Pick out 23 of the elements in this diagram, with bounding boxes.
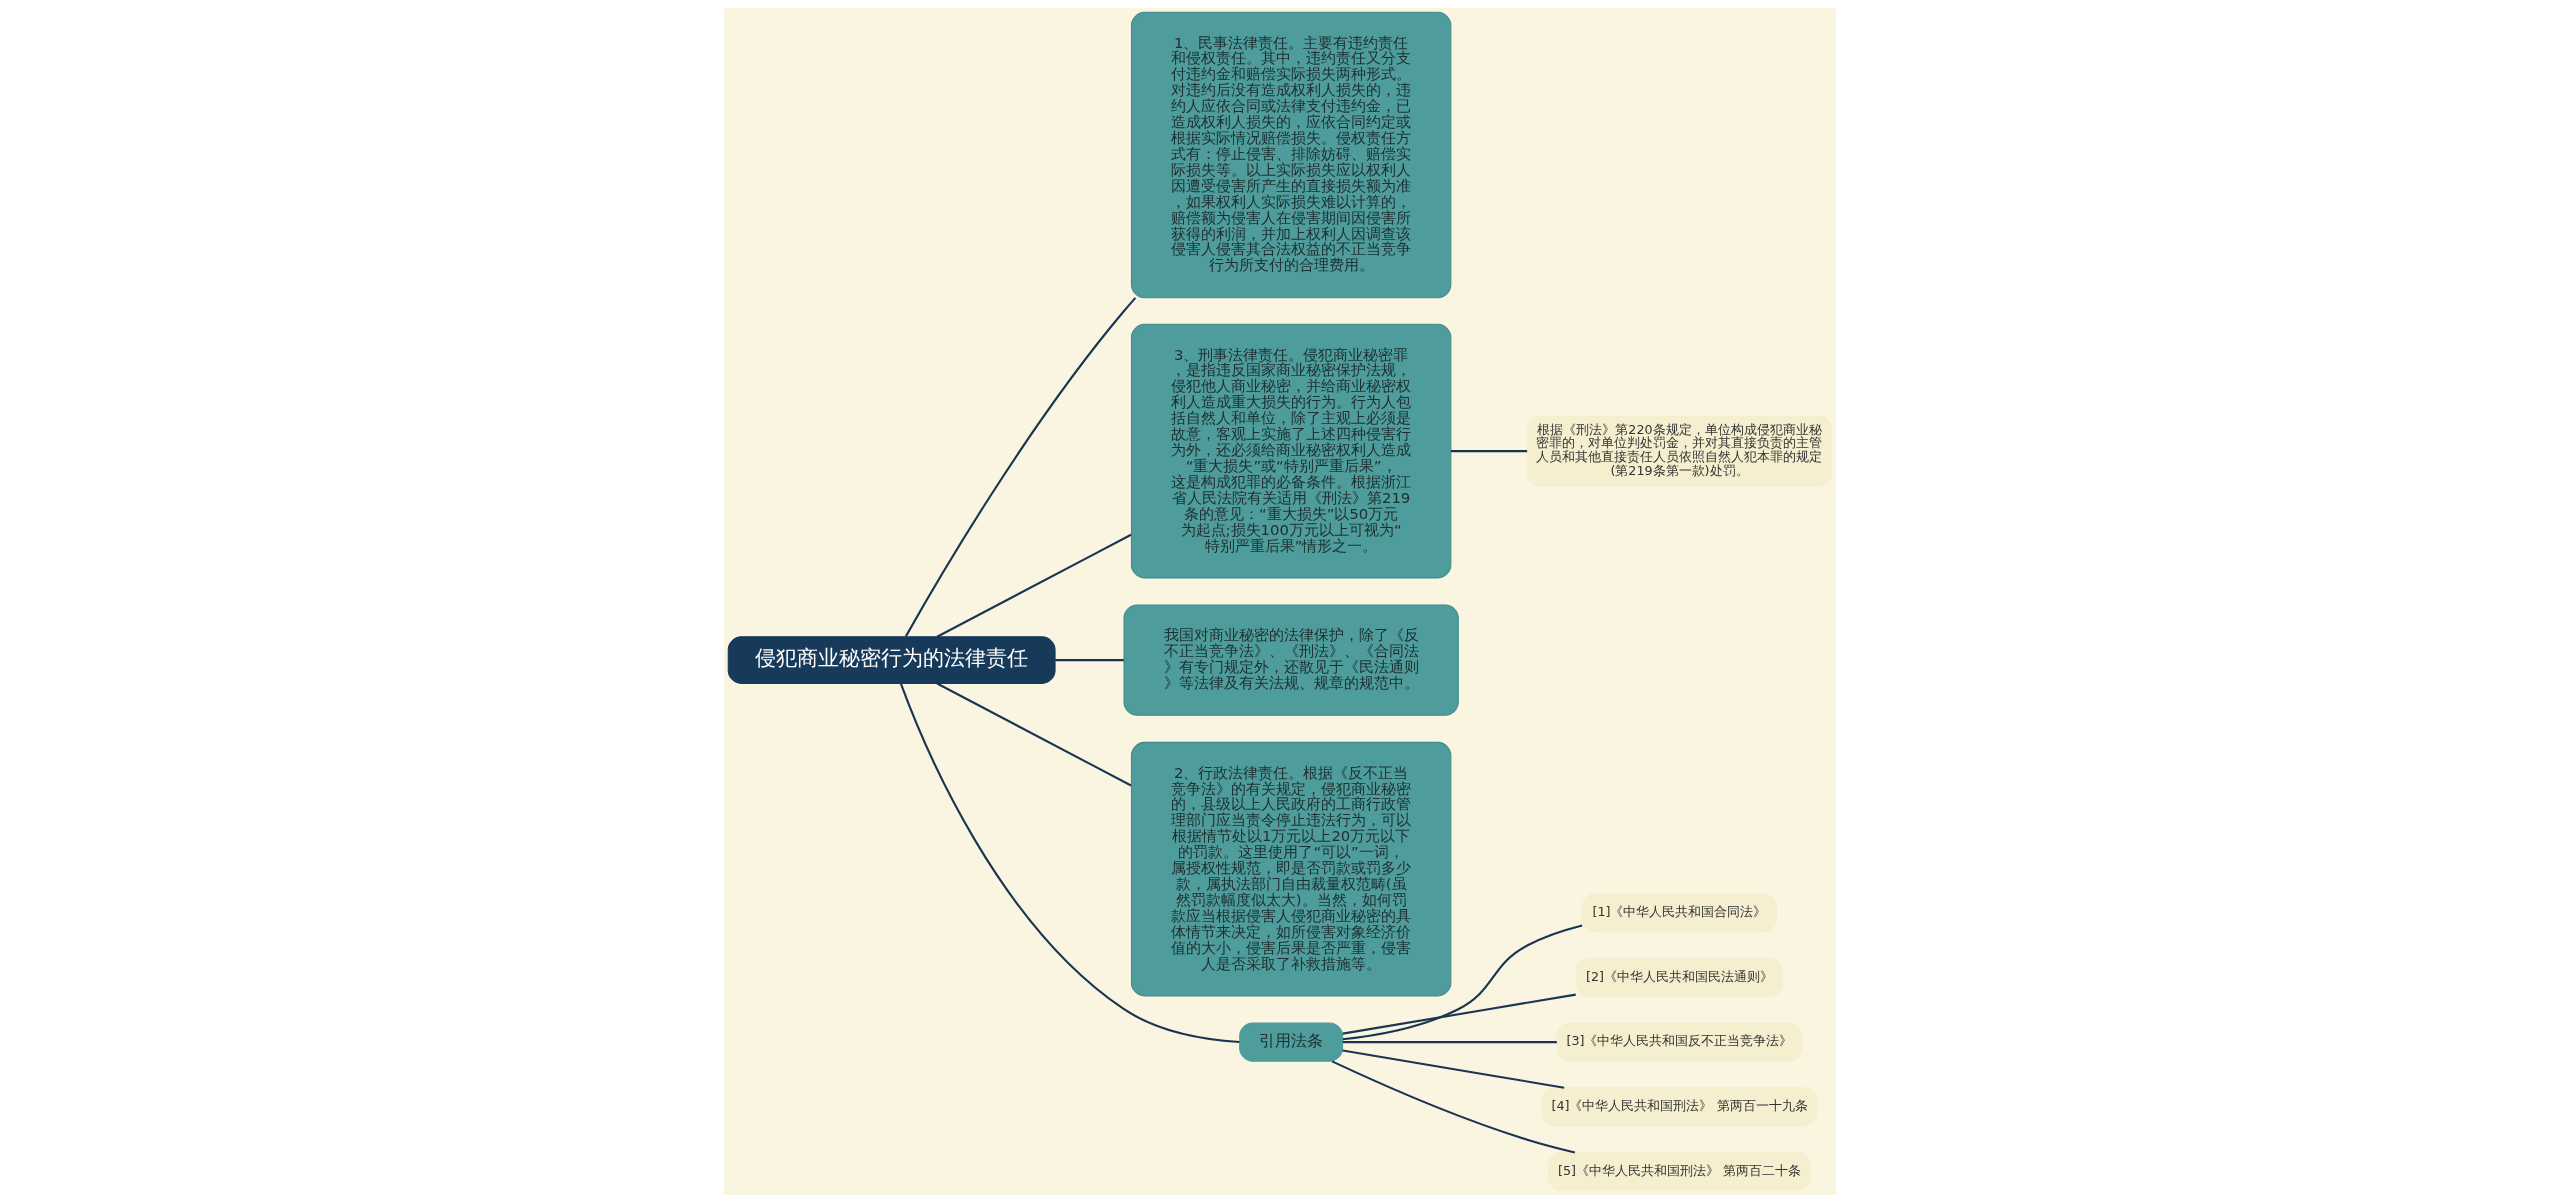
connector bbox=[936, 533, 1132, 638]
connector bbox=[936, 682, 1132, 787]
connector bbox=[1342, 1041, 1557, 1044]
node-box: 侵犯商业秘密行为的法律责任 bbox=[727, 636, 1056, 684]
node-box: [1]《中华人民共和国合同法》 bbox=[1581, 893, 1778, 933]
connector bbox=[1450, 450, 1528, 453]
connector bbox=[900, 683, 1240, 1044]
node-box: [4]《中华人民共和国刑法》 第两百一十九条 bbox=[1541, 1087, 1818, 1127]
connector bbox=[1055, 659, 1124, 662]
node-box: 根据《刑法》第220条规定，单位构成侵犯商业秘密罪的，对单位判处罚金，并对其直接负责的主管人员和其他直接责任人员依照自然人犯本罪的规定(第219条第一款)处罚。 bbox=[1526, 415, 1833, 487]
connector bbox=[904, 297, 1137, 637]
node-box: 1、民事法律责任。主要有违约责任和侵权责任。其中，违约责任又分支付违约金和赔偿实际损失两种形式。对违约后没有造成权利人损失的，违约人应依合同或法律支付违约金，已造成权利人损失的，应依合同约定或根据实际情况赔偿损失。侵权责任方式有：停止侵害、排除妨碍、赔偿实际损失等。以上实际损失应以权利人因遭受侵害所产生的直接损失额为准，如果权利人实际损失难以计算的，赔偿额为侵害人在侵害期间因侵害所获得的利润，并加上权利人因调查该侵害人侵害其合法权益的不正当竞争行为所支付的合理费用。 bbox=[1130, 11, 1452, 299]
node-box: 3、刑事法律责任。侵犯商业秘密罪，是指违反国家商业秘密保护法规，侵犯他人商业秘密，并给商业秘密权利人造成重大损失的行为。行为人包括自然人和单位，除了主观上必须是故意，客观上实施了上述四种侵害行为外，还必须给商业秘密权利人造成“重大损失”或“特别严重后果”，这是构成犯罪的必备条件。根据浙江省人民法院有关适用《刑法》第219条的意见：“重大损失”以50万元为起点;损失100万元以上可视为“特别严重后果”情形之一。 bbox=[1130, 323, 1452, 579]
connector bbox=[1342, 924, 1583, 1041]
connector bbox=[1342, 993, 1576, 1035]
node-box: 我国对商业秘密的法律保护，除了《反不正当竞争法》、《刑法》、《合同法》有专门规定外，还散见于《民法通则》等法律及有关法规、规章的规范中。 bbox=[1123, 604, 1459, 716]
node-box: 2、行政法律责任。根据《反不正当竞争法》的有关规定，侵犯商业秘密的，县级以上人民政府的工商行政管理部门应当责令停止违法行为，可以根据情节处以1万元以上20万元以下的罚款。这里使用了“可以”一词，属授权性规范，即是否罚款或罚多少款，属执法部门自由裁量权范畴(虽然罚款幅度似太大)。当然，如何罚款应当根据侵害人侵犯商业秘密的具体情节来决定，如所侵害对象经济价值的大小，侵害后果是否严重，侵害人是否采取了补救措施等。 bbox=[1130, 741, 1452, 997]
connector bbox=[1342, 1049, 1565, 1089]
node-box: [3]《中华人民共和国反不正当竞争法》 bbox=[1556, 1022, 1803, 1062]
node-box: [2]《中华人民共和国民法通则》 bbox=[1575, 957, 1784, 997]
node-box: [5]《中华人民共和国刑法》 第两百二十条 bbox=[1547, 1151, 1812, 1192]
node-box: 引用法条 bbox=[1239, 1022, 1344, 1062]
connector bbox=[1331, 1060, 1576, 1154]
